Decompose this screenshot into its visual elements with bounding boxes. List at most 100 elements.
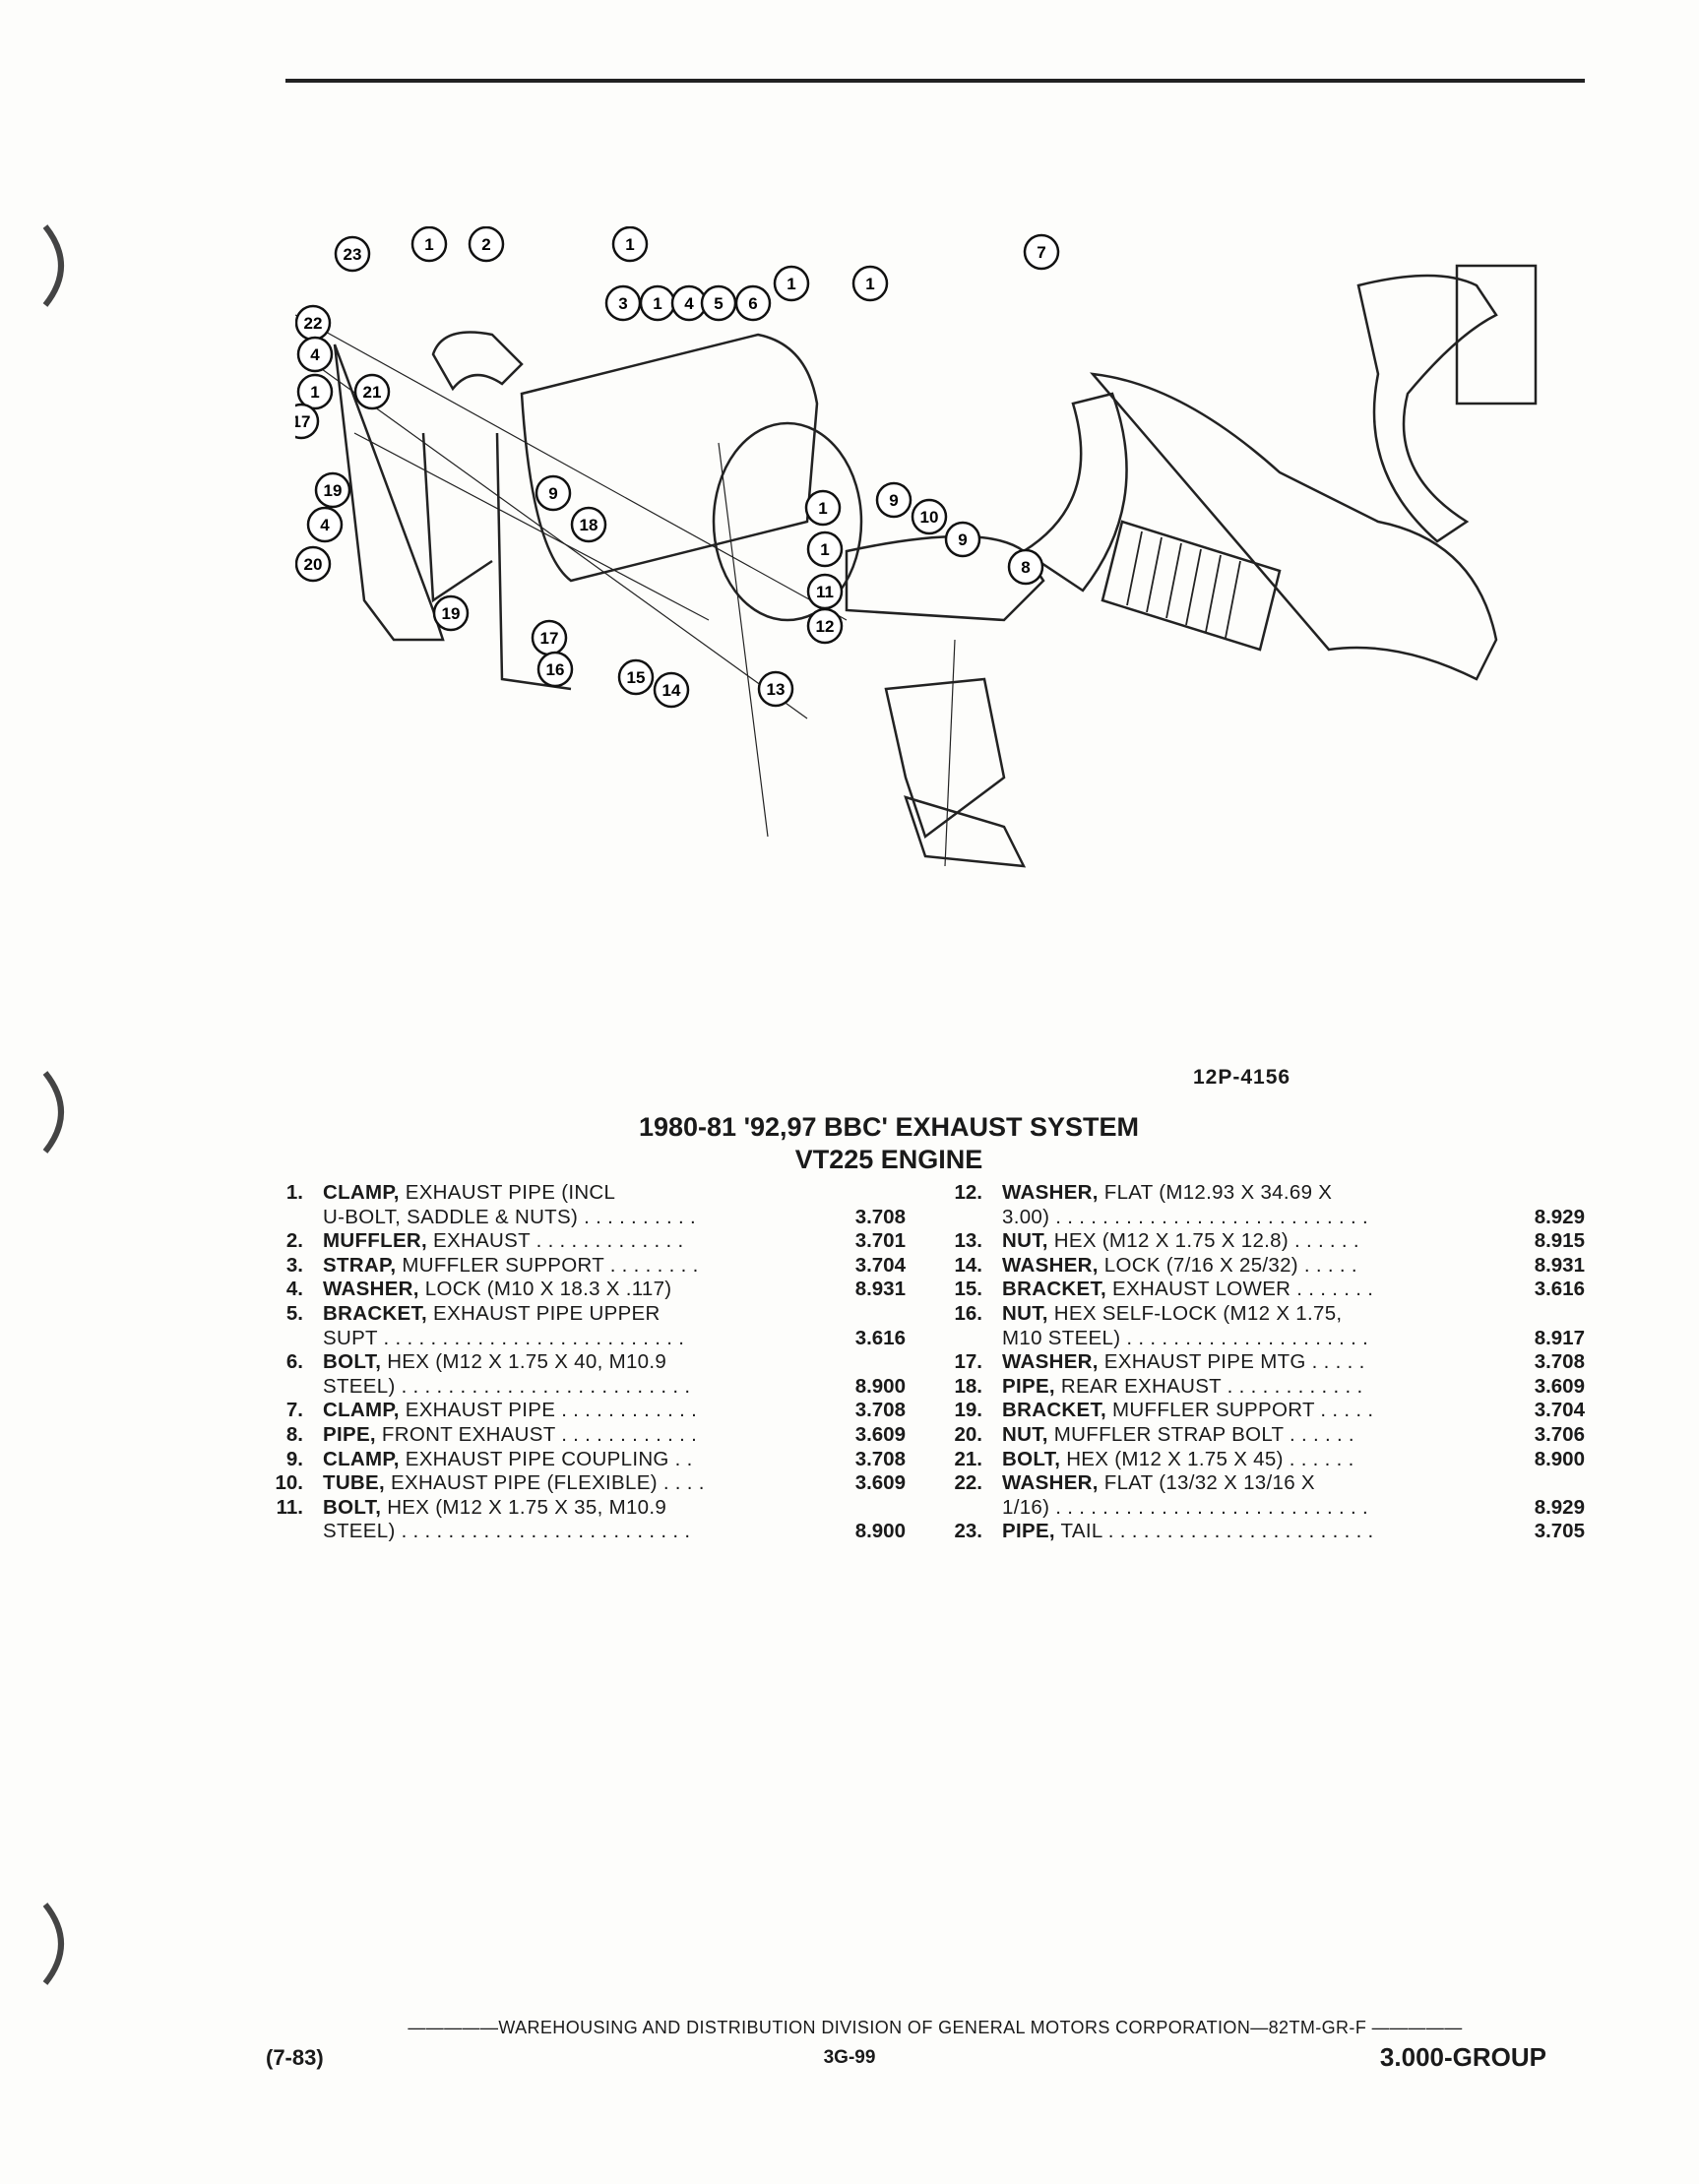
part-row: 1. CLAMP, EXHAUST PIPE (INCL U-BOLT, SADD…: [266, 1181, 906, 1229]
callout-bubble: 21: [353, 373, 391, 410]
callout-number: 17: [540, 629, 559, 648]
part-group-code: 8.931: [854, 1278, 906, 1301]
part-number: 6.: [285, 1350, 303, 1374]
part-detail: EXHAUST PIPE COUPLING . .: [399, 1447, 693, 1470]
part-detail: HEX SELF-LOCK (M12 X 1.75, M10 STEEL) . …: [1002, 1301, 1369, 1349]
part-detail: FLAT (M12.93 X 34.69 X 3.00) . . . . . .…: [1002, 1181, 1368, 1228]
part-detail: LOCK (7/16 X 25/32) . . . . .: [1098, 1253, 1357, 1277]
part-detail: HEX (M12 X 1.75 X 35, M10.9 STEEL) . . .…: [323, 1495, 691, 1543]
part-number: 2.: [285, 1229, 303, 1253]
parts-list-right: 12. WASHER, FLAT (M12.93 X 34.69 X 3.00) …: [945, 1181, 1586, 1544]
callout-bubble: 3: [604, 284, 642, 322]
part-name: BOLT,: [323, 1495, 382, 1519]
part-group-code: 8.900: [1534, 1447, 1585, 1470]
part-detail: EXHAUST . . . . . . . . . . . . .: [427, 1229, 684, 1253]
part-description: WASHER, LOCK (M10 X 18.3 X .117): [323, 1278, 807, 1302]
part-row: 2. MUFFLER, EXHAUST . . . . . . . . . . .…: [266, 1229, 906, 1254]
part-name: PIPE,: [323, 1422, 376, 1446]
part-detail: EXHAUST PIPE (FLEXIBLE) . . . .: [385, 1471, 705, 1495]
part-description: CLAMP, EXHAUST PIPE . . . . . . . . . . …: [323, 1399, 807, 1423]
tail-pipe-shape: [431, 331, 524, 392]
part-detail: FRONT EXHAUST . . . . . . . . . . . .: [375, 1422, 698, 1446]
part-number: 3.: [285, 1253, 303, 1277]
part-group-code: 3.708: [1534, 1350, 1585, 1374]
part-description: BRACKET, EXHAUST PIPE UPPER SUPT . . . .…: [323, 1302, 807, 1350]
callout-number: 1: [625, 235, 634, 254]
part-description: MUFFLER, EXHAUST . . . . . . . . . . . .…: [323, 1229, 807, 1254]
callout-number: 9: [958, 530, 967, 549]
callout-bubble: 17: [531, 619, 568, 656]
callout-number: 14: [662, 681, 681, 700]
callout-bubble: 20: [295, 545, 332, 583]
callout-bubble: 4: [296, 336, 334, 373]
callout-number: 5: [714, 294, 723, 313]
part-name: WASHER,: [1002, 1471, 1099, 1495]
part-row: 10.TUBE, EXHAUST PIPE (FLEXIBLE) . . . .…: [266, 1471, 907, 1496]
binder-hole-mark: [42, 224, 64, 307]
part-group-code: 8.900: [854, 1374, 906, 1398]
footer-division-line: —————WAREHOUSING AND DISTRIBUTION DIVISI…: [408, 2018, 1463, 2037]
part-group-code: 3.706: [1534, 1422, 1585, 1446]
exhaust-system-diagram: 2312131456117224121171619918420191716151…: [295, 226, 1538, 868]
part-detail: MUFFLER SUPPORT . . . . .: [1106, 1399, 1374, 1422]
part-description: BOLT, HEX (M12 X 1.75 X 40, M10.9 STEEL)…: [323, 1350, 807, 1399]
section-subtitle: VT225 ENGINE: [794, 1145, 983, 1174]
callout-number: 9: [889, 491, 898, 510]
part-description: WASHER, FLAT (13/32 X 13/16 X 1/16) . . …: [1002, 1471, 1486, 1520]
part-description: CLAMP, EXHAUST PIPE COUPLING . .: [323, 1448, 807, 1472]
callout-number: 4: [684, 294, 694, 313]
figure-code: 12P-4156: [1193, 1066, 1291, 1089]
callout-bubble: 19: [432, 594, 470, 632]
part-row: 23.PIPE, TAIL . . . . . . . . . . . . . …: [945, 1520, 1586, 1544]
part-number: 10.: [275, 1471, 304, 1495]
callout-number: 22: [304, 314, 323, 333]
part-detail: HEX (M12 X 1.75 X 40, M10.9 STEEL) . . .…: [323, 1350, 691, 1398]
callout-bubble: 1: [410, 226, 448, 263]
part-row: 22.WASHER, FLAT (13/32 X 13/16 X 1/16) .…: [945, 1471, 1586, 1520]
muffler-end-shape: [712, 421, 863, 622]
part-number: 12.: [954, 1181, 983, 1204]
part-name: STRAP,: [323, 1253, 397, 1277]
part-name: BRACKET,: [1002, 1399, 1107, 1422]
part-detail: LOCK (M10 X 18.3 X .117): [418, 1278, 672, 1301]
part-description: CLAMP, EXHAUST PIPE (INCL U-BOLT, SADDLE…: [323, 1181, 807, 1229]
callout-number: 2: [481, 235, 490, 254]
part-row: 19.BRACKET, MUFFLER SUPPORT . . . . .3.7…: [945, 1399, 1586, 1423]
part-row: 17.WASHER, EXHAUST PIPE MTG . . . . .3.7…: [945, 1350, 1586, 1375]
callout-bubble: 8: [1007, 548, 1044, 586]
part-detail: FLAT (13/32 X 13/16 X 1/16) . . . . . . …: [1002, 1471, 1368, 1519]
part-row: 18.PIPE, REAR EXHAUST . . . . . . . . . …: [945, 1374, 1586, 1400]
callout-bubble: 1: [773, 265, 810, 302]
callout-number: 1: [818, 499, 827, 518]
part-description: WASHER, EXHAUST PIPE MTG . . . . .: [1002, 1350, 1486, 1375]
part-description: BOLT, HEX (M12 X 1.75 X 35, M10.9 STEEL)…: [323, 1496, 807, 1544]
part-number: 11.: [276, 1495, 303, 1519]
callout-bubble: 15: [617, 658, 655, 696]
part-number: 21.: [954, 1447, 983, 1470]
part-description: PIPE, REAR EXHAUST . . . . . . . . . . .…: [1002, 1375, 1486, 1400]
part-name: NUT,: [1002, 1229, 1048, 1253]
callout-bubble: 22: [295, 304, 332, 342]
part-group-code: 8.929: [1534, 1495, 1585, 1519]
part-detail: MUFFLER STRAP BOLT . . . . . .: [1047, 1422, 1354, 1446]
part-number: 15.: [954, 1278, 983, 1301]
part-name: BRACKET,: [323, 1301, 428, 1325]
callout-number: 19: [442, 604, 461, 623]
callout-bubble: 6: [734, 284, 772, 322]
part-group-code: 3.616: [854, 1326, 906, 1349]
callout-number: 21: [363, 383, 382, 402]
part-name: PIPE,: [1002, 1520, 1055, 1543]
part-row: 16.NUT, HEX SELF-LOCK (M12 X 1.75, M10 S…: [945, 1301, 1586, 1350]
callout-bubble: 2: [468, 226, 505, 263]
part-group-code: 8.929: [1534, 1205, 1585, 1228]
part-detail: EXHAUST PIPE UPPER SUPT . . . . . . . . …: [323, 1301, 685, 1349]
part-number: 1.: [285, 1181, 303, 1204]
part-number: 20.: [954, 1422, 983, 1446]
part-group-code: 3.708: [854, 1399, 906, 1422]
part-number: 8.: [285, 1422, 303, 1446]
part-group-code: 3.609: [1534, 1374, 1585, 1398]
callout-number: 15: [627, 668, 646, 687]
callout-bubble: 1: [639, 284, 676, 322]
flexible-tube-shape: [1101, 520, 1282, 652]
parts-list-left: 1. CLAMP, EXHAUST PIPE (INCL U-BOLT, SADD…: [266, 1181, 907, 1544]
